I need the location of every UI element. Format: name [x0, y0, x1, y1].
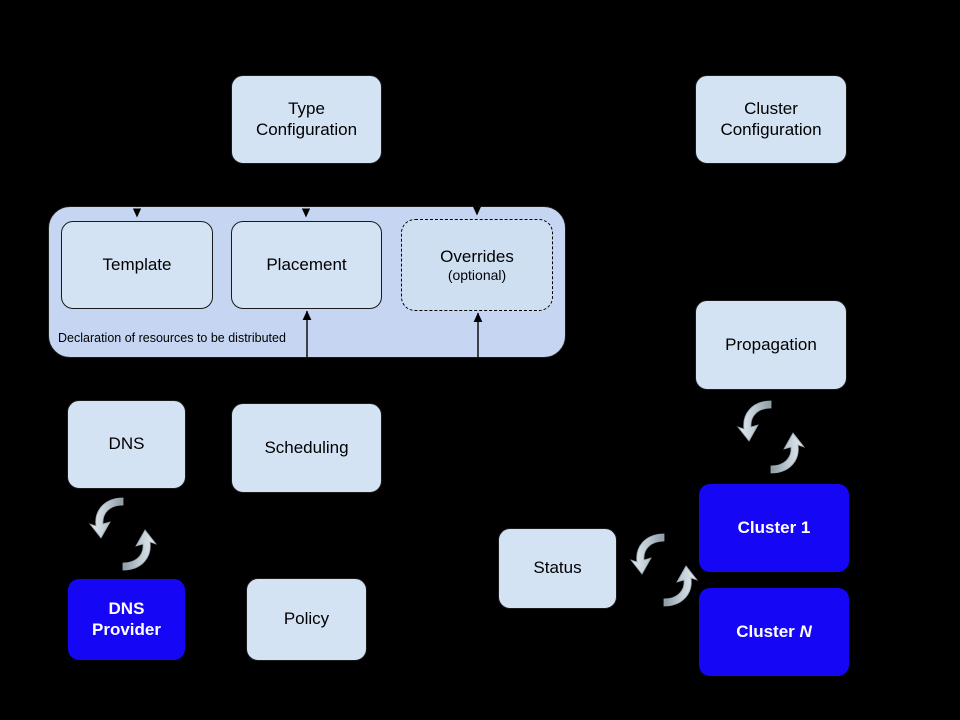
node-scheduling[interactable]: Scheduling: [231, 403, 382, 493]
sync-icon-propagation-cluster: [736, 395, 806, 479]
node-propagation[interactable]: Propagation: [695, 300, 847, 390]
node-cluster-1[interactable]: Cluster 1: [698, 483, 850, 573]
node-cluster-n-text-wrap: Cluster N: [736, 622, 812, 642]
node-dns[interactable]: DNS: [67, 400, 186, 489]
node-policy-label: Policy: [283, 609, 330, 629]
node-status[interactable]: Status: [498, 528, 617, 609]
node-cluster-configuration-label: Cluster Configuration: [720, 99, 822, 139]
node-overrides-label: Overrides: [440, 246, 514, 266]
node-template[interactable]: Template: [61, 221, 213, 309]
node-template-label: Template: [102, 254, 172, 274]
node-dns-provider[interactable]: DNS Provider: [67, 578, 186, 661]
node-dns-label: DNS: [108, 434, 145, 454]
node-overrides-text-wrap: Overrides (optional): [440, 247, 514, 284]
node-type-configuration-label: Type Configuration: [255, 99, 358, 139]
node-placement-label: Placement: [266, 254, 347, 274]
sync-icon-status-cluster: [629, 528, 699, 612]
node-overrides-sublabel: (optional): [447, 266, 507, 283]
node-cluster-configuration[interactable]: Cluster Configuration: [695, 75, 847, 164]
node-dns-provider-label: DNS Provider: [92, 599, 161, 639]
node-cluster-n[interactable]: Cluster N: [698, 587, 850, 677]
node-status-label: Status: [533, 558, 582, 578]
node-cluster-n-label-prefix: Cluster: [736, 621, 800, 641]
node-placement[interactable]: Placement: [231, 221, 382, 309]
node-type-configuration[interactable]: Type Configuration: [231, 75, 382, 164]
sync-icon-dns-provider: [88, 492, 158, 576]
group-caption: Declaration of resources to be distribut…: [58, 331, 286, 345]
node-propagation-label: Propagation: [725, 334, 817, 354]
node-overrides[interactable]: Overrides (optional): [401, 219, 553, 311]
node-cluster-1-label: Cluster 1: [737, 517, 811, 537]
node-cluster-n-label-italic: N: [799, 621, 812, 641]
node-scheduling-label: Scheduling: [264, 437, 349, 457]
node-policy[interactable]: Policy: [246, 578, 367, 661]
